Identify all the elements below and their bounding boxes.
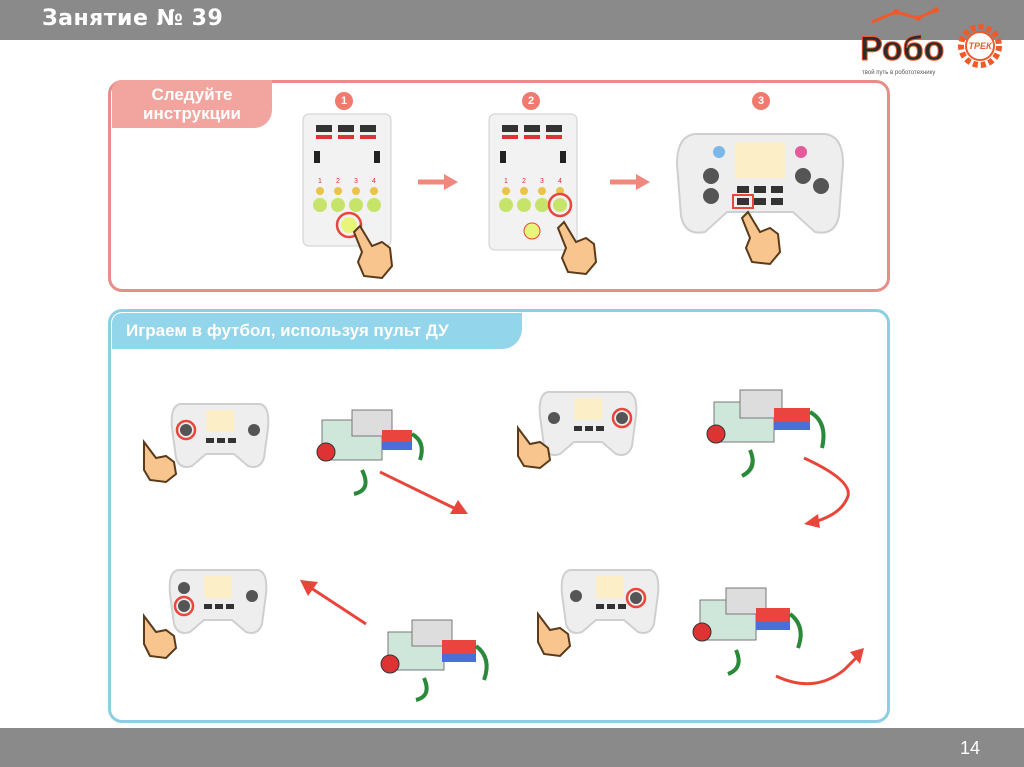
instructions-label-line2: инструкции	[143, 104, 241, 123]
instructions-label-line1: Следуйте	[151, 85, 233, 104]
direction-arrow-icon	[803, 456, 850, 528]
pointing-hand-icon	[352, 224, 394, 280]
pointing-hand-icon	[143, 613, 178, 660]
main-controller-step1: 1 2 3 4	[302, 113, 392, 247]
gamepad-scene3	[168, 569, 268, 634]
logo-tagline: твой путь в робототехнику	[862, 69, 935, 76]
arrow-right-icon	[610, 174, 650, 190]
robot-scene1	[316, 409, 424, 496]
gamepad-scene4	[560, 569, 660, 634]
svg-text:2: 2	[336, 178, 340, 185]
pointing-hand-icon	[143, 439, 178, 484]
svg-text:4: 4	[558, 178, 562, 185]
svg-text:1: 1	[504, 178, 508, 185]
gear-icon	[958, 24, 1002, 68]
pointing-hand-icon	[740, 210, 782, 266]
svg-text:4: 4	[372, 178, 376, 185]
top-bar: Занятие № 39	[0, 0, 1024, 40]
svg-text:3: 3	[540, 178, 544, 185]
direction-arrow-icon	[379, 470, 468, 514]
svg-text:1: 1	[318, 178, 322, 185]
pointing-hand-icon	[517, 425, 552, 470]
page-number: 14	[959, 738, 980, 758]
main-controller-step2: 1 2 3 4	[488, 113, 578, 251]
bottom-bar: 14	[0, 728, 1024, 767]
arrow-right-icon	[418, 174, 458, 190]
pointing-hand-icon	[556, 220, 598, 276]
direction-arrow-icon	[775, 648, 864, 686]
robot-scene2	[706, 389, 826, 478]
step-number-1: 1	[335, 92, 353, 110]
logo-badge-text: ТРЕК	[968, 41, 993, 51]
football-label: Играем в футбол, используя пульт ДУ	[112, 313, 522, 349]
gamepad-step3	[675, 133, 845, 234]
step-number-2: 2	[522, 92, 540, 110]
instructions-label: Следуйте инструкции	[112, 80, 272, 128]
gamepad-scene1	[170, 403, 270, 468]
robotrek-logo: Робо ТРЕК твой путь в робототехнику	[860, 7, 1002, 76]
logo-main-text: Робо	[860, 30, 944, 68]
gamepad-scene2	[538, 391, 638, 456]
football-panel	[108, 309, 890, 723]
robot-scene3	[380, 619, 489, 702]
svg-text:3: 3	[354, 178, 358, 185]
robot-scene4	[692, 587, 803, 676]
pointing-hand-icon	[537, 611, 572, 658]
direction-arrow-icon	[300, 580, 367, 626]
svg-text:2: 2	[522, 178, 526, 185]
step-number-3: 3	[752, 92, 770, 110]
lesson-title: Занятие № 39	[42, 6, 224, 31]
